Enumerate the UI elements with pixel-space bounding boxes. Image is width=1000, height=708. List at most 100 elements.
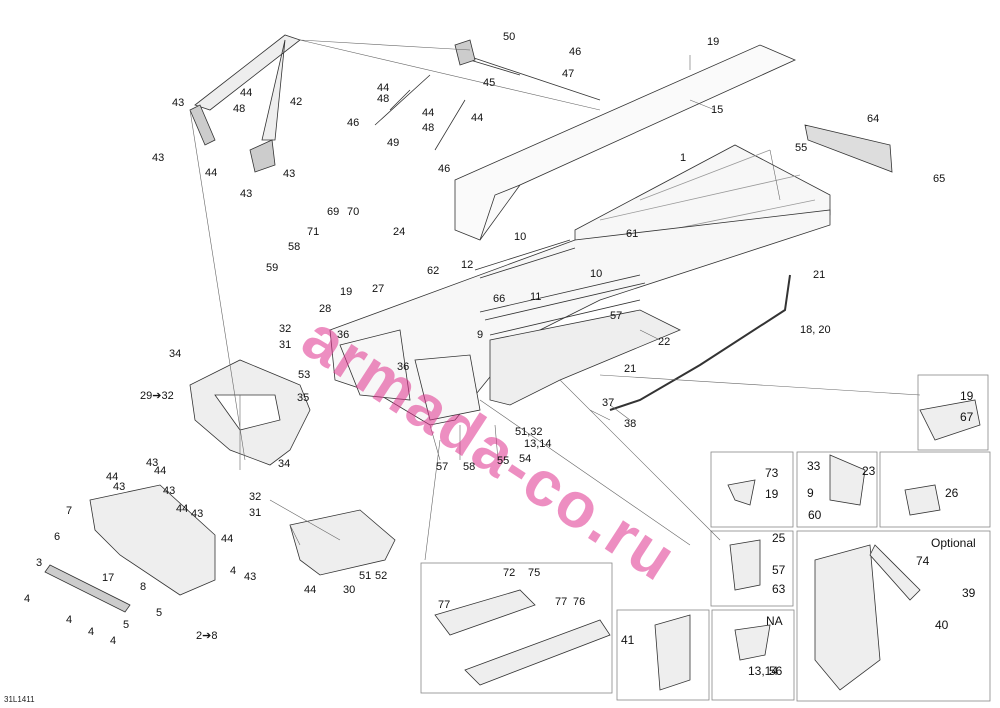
heat-exchanger [804,124,893,173]
slide-rails [474,239,646,336]
callout-label: 30 [343,584,356,596]
diagram-code: 31L1411 [4,695,35,704]
callout-label: 2➔8 [196,630,218,642]
callout-label: 32 [279,323,292,335]
callout-label: 24 [393,226,406,238]
callout-label: 10 [590,268,603,280]
callout-label: 42 [290,96,303,108]
callout-label: 47 [562,68,575,80]
callout-label: 4 [230,565,237,577]
callout-label: 27 [372,283,385,295]
callout-label: 58 [463,461,476,473]
callout-label: 8 [140,581,147,593]
callout-label: 65 [933,173,946,185]
callout-label: 12 [461,259,474,271]
callout-label: 46 [569,46,582,58]
callout-label: 33 [807,459,821,473]
callout-label: 1 [680,152,687,164]
callout-label: 57 [610,310,623,322]
callout-label: 55 [497,455,510,467]
callout-label: 62 [427,265,440,277]
callout-label: 44 [471,112,484,124]
callout-label: 15 [711,104,724,116]
callout-label: 43 [163,485,176,497]
callout-label: 51,32 [515,426,543,438]
callout-label: 57 [772,563,786,577]
callout-label: 13,14 [748,664,779,678]
callout-label: 58 [288,241,301,253]
upper-column-tubes [374,39,601,151]
callout-label: 44 [422,107,435,119]
callout-label: 51 [359,570,372,582]
callout-label: 36 [397,361,410,373]
callout-label: 9 [477,329,484,341]
callout-label: 72 [503,567,516,579]
leader-lines [189,39,921,561]
callout-label: 44 [240,87,253,99]
callout-label: 44 [176,503,189,515]
callout-label: 50 [503,31,516,43]
callout-label: 74 [916,554,930,568]
callout-label: 43 [172,97,185,109]
callout-label: 48 [422,122,435,134]
callout-label: 46 [347,117,360,129]
front-bumper [189,359,311,466]
callout-label: 19 [960,389,974,403]
callout-label: 4 [88,626,95,638]
callout-label: 77 [555,596,568,608]
callout-label: 66 [493,293,506,305]
callout-label: 4 [66,614,73,626]
callout-label: 17 [102,572,115,584]
callout-label: 44 [304,584,317,596]
callout-label: 54 [519,453,532,465]
callout-label: 52 [375,570,388,582]
callout-label: 28 [319,303,332,315]
callout-label: 26 [945,486,959,500]
callout-label: 43 [240,188,253,200]
callout-label: 48 [233,103,246,115]
callout-label: 29➔32 [140,390,174,402]
callout-label: 75 [528,567,541,579]
callout-label: 4 [24,593,31,605]
callout-label: 38 [624,418,637,430]
callout-label: 22 [658,336,671,348]
callout-label: 18, 20 [800,324,831,336]
callout-label: 63 [772,582,786,596]
callout-label: 49 [387,137,400,149]
callout-label: 10 [514,231,527,243]
callout-label: 55 [795,142,808,154]
callout-label: 3 [36,557,43,569]
callout-label: 46 [438,163,451,175]
callout-label: 57 [436,461,449,473]
optional-label: Optional [931,536,976,550]
callout-label: 32 [249,491,262,503]
callout-label: 35 [297,392,310,404]
footrest-bracket [289,509,396,576]
callout-label: 39 [962,586,976,600]
callout-label: 37 [602,397,615,409]
callout-label: 43 [244,571,257,583]
callout-label: 43 [283,168,296,180]
callout-label: 9 [807,486,814,500]
callout-label: 21 [624,363,637,375]
callout-label: 45 [483,77,496,89]
callout-label: 43 [113,481,126,493]
callout-label: 64 [867,113,880,125]
callout-label: 73 [765,466,779,480]
rear-bumper-tube [609,274,791,411]
callout-label: 67 [960,410,974,424]
callout-label: 71 [307,226,320,238]
inset-frames [420,374,991,702]
callout-label: 61 [626,228,639,240]
callout-label: 19 [340,286,353,298]
callout-label: 13,14 [524,438,552,450]
callout-label: 70 [347,206,360,218]
callout-label: 5 [156,607,163,619]
callout-label: 43 [146,457,159,469]
callout-label: 44 [377,82,390,94]
front-lower-frame [44,484,216,613]
callout-label: 77 [438,599,451,611]
callout-label: 48 [377,93,390,105]
callout-label: 34 [169,348,182,360]
